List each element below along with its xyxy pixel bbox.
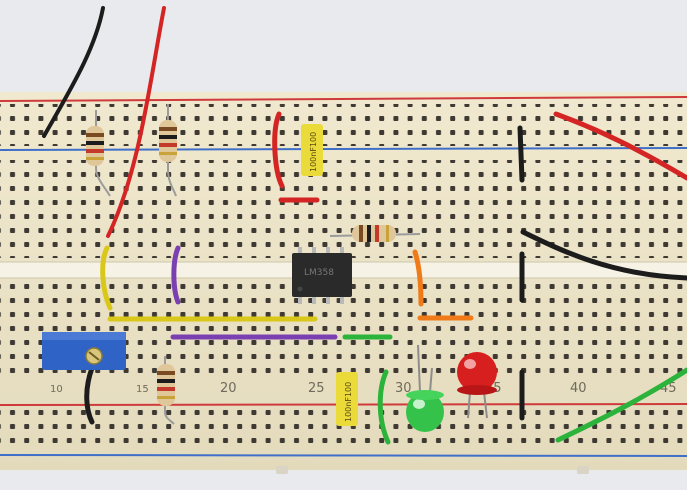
- green-jumper-loop: [377, 369, 391, 445]
- resistor-top-left: [86, 110, 111, 197]
- orange-jumper-vertical: [412, 249, 424, 307]
- column-number: 20: [220, 381, 237, 396]
- black-wire-top-left: [42, 6, 105, 138]
- yellow-jumper-vertical: [100, 245, 113, 311]
- resistor-bottom: [157, 356, 175, 425]
- resistor-top-middle: [159, 104, 177, 197]
- resistor-horizontal: [329, 225, 421, 242]
- column-number: 40: [570, 381, 587, 396]
- capacitor-bottom: 100nF100: [336, 372, 358, 426]
- capacitor-label: 100nF100: [309, 132, 318, 172]
- top-rail-blue-line: [0, 147, 687, 151]
- bottom-rail-blue-line: [0, 454, 687, 457]
- upper-terminal-holes: [0, 160, 687, 258]
- purple-jumper-vertical: [171, 245, 181, 305]
- chip-marking: LM358: [304, 268, 334, 278]
- potentiometer: [42, 332, 126, 370]
- wires: [42, 6, 687, 445]
- ic-chip: LM358: [292, 247, 352, 304]
- resistors: [86, 104, 421, 425]
- green-wire-bottom-right: [555, 367, 687, 443]
- red-wire-right: [553, 111, 687, 181]
- led-green: [406, 344, 444, 432]
- column-number-partial: 15: [136, 384, 149, 395]
- led-red: [457, 352, 497, 419]
- red-wire-top: [106, 6, 166, 238]
- black-jumper-top-right: [517, 125, 525, 183]
- capacitor-label: 100nF100: [344, 382, 353, 422]
- column-number-partial: 10: [50, 384, 63, 395]
- column-number: 30: [395, 381, 412, 396]
- column-numbers: 10 15 20 25 30 35 40 45: [50, 381, 677, 396]
- black-wire-right: [520, 229, 687, 281]
- top-rail-red-line: [0, 96, 687, 102]
- black-wire-pot: [84, 365, 95, 425]
- board-feet: [276, 466, 589, 474]
- red-jumper-vertical: [272, 111, 285, 189]
- column-number: 25: [308, 381, 325, 396]
- top-rail-holes: [0, 104, 687, 146]
- capacitor-top: 100nF100: [301, 124, 323, 176]
